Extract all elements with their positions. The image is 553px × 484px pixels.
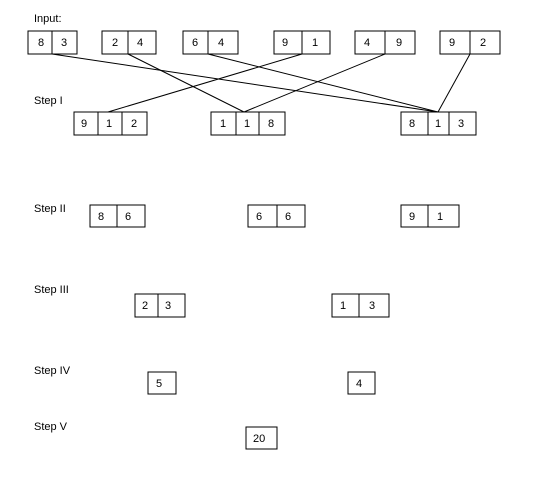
- step4-box-1: 5: [147, 371, 177, 395]
- step2-box-2: 6 6: [247, 204, 306, 228]
- step1-box-2-cell-3: [258, 111, 286, 136]
- step5-box-1: 20: [245, 426, 278, 450]
- input-box-2-cell-2: [127, 30, 157, 55]
- step4-box-1-cell-1: [147, 371, 177, 395]
- input-box-1: 8 3: [27, 30, 78, 55]
- step2-box-2-cell-1: [247, 204, 278, 228]
- step3-box-1-cell-2: [157, 293, 186, 318]
- step1-box-2: 1 1 8: [210, 111, 286, 136]
- input-box-2-value-1: 2: [112, 37, 118, 49]
- input-box-5-value-1: 4: [364, 37, 370, 49]
- step3-box-2-value-1: 1: [340, 300, 346, 312]
- step1-box-1-value-1: 9: [81, 118, 87, 130]
- input-box-6: 9 2: [439, 30, 501, 55]
- step2-box-3-cell-2: [427, 204, 460, 228]
- input-box-1-value-1: 8: [38, 37, 44, 49]
- label-input: Input:: [34, 13, 62, 25]
- input-box-2-value-2: 4: [137, 37, 143, 49]
- connector-line-2-4: [127, 53, 245, 113]
- step1-box-3-value-1: 8: [409, 118, 415, 130]
- input-box-6-value-2: 2: [480, 37, 486, 49]
- label-step-2: Step II: [34, 203, 66, 215]
- step2-box-3-value-2: 1: [437, 211, 443, 223]
- step2-box-1-value-1: 8: [98, 211, 104, 223]
- connector-line-9-2: [437, 53, 471, 113]
- connector-line-4-9: [243, 53, 386, 113]
- input-box-1-value-2: 3: [61, 37, 67, 49]
- step1-box-3-value-2: 1: [435, 118, 441, 130]
- input-box-5: 4 9: [354, 30, 416, 55]
- input-box-5-cell-2: [384, 30, 416, 55]
- step4-box-2-cell-1: [347, 371, 376, 395]
- input-box-3-value-2: 4: [218, 37, 224, 49]
- step2-box-1: 8 6: [89, 204, 146, 228]
- step1-box-3-value-3: 3: [458, 118, 464, 130]
- step4-box-1-value-1: 5: [156, 378, 162, 390]
- input-box-4-value-1: 9: [282, 37, 288, 49]
- step2-box-1-value-2: 6: [125, 211, 131, 223]
- step5-box-1-value-1: 20: [253, 433, 265, 445]
- step1-box-3: 8 1 3: [400, 111, 477, 136]
- input-box-5-value-2: 9: [396, 37, 402, 49]
- input-box-3-cell-2: [207, 30, 239, 55]
- label-step-5: Step V: [34, 421, 68, 433]
- step2-box-3: 9 1: [400, 204, 460, 228]
- step3-box-1-value-2: 3: [165, 300, 171, 312]
- input-box-4-cell-2: [301, 30, 331, 55]
- step2-box-2-value-2: 6: [285, 211, 291, 223]
- step3-box-1: 2 3: [134, 293, 186, 318]
- connector-line-6-4: [207, 53, 439, 113]
- input-box-3: 6 4: [182, 30, 239, 55]
- step3-box-2-value-2: 3: [369, 300, 375, 312]
- step4-box-2-value-1: 4: [356, 378, 362, 390]
- step2-box-2-cell-2: [276, 204, 306, 228]
- connector-line-9-1: [107, 53, 303, 113]
- step5-box-1-cell-1: [245, 426, 278, 450]
- step2-box-1-cell-2: [116, 204, 146, 228]
- step1-box-2-value-1: 1: [220, 118, 226, 130]
- step4-box-2: 4: [347, 371, 376, 395]
- input-box-2: 2 4: [101, 30, 157, 55]
- step3-box-2-cell-2: [358, 293, 390, 318]
- input-box-6-cell-2: [469, 30, 501, 55]
- input-box-4-value-2: 1: [312, 37, 318, 49]
- step1-box-2-value-2: 1: [244, 118, 250, 130]
- input-box-3-value-1: 6: [192, 37, 198, 49]
- connector-line-8-3: [51, 53, 439, 113]
- step1-box-3-cell-3: [448, 111, 477, 136]
- label-step-3: Step III: [34, 284, 69, 296]
- step1-box-2-value-3: 8: [268, 118, 274, 130]
- step1-box-1-cell-3: [121, 111, 148, 136]
- label-step-4: Step IV: [34, 365, 71, 377]
- step3-box-1-value-1: 2: [142, 300, 148, 312]
- step3-box-2: 1 3: [331, 293, 390, 318]
- step2-box-2-value-1: 6: [256, 211, 262, 223]
- step1-box-1: 9 1 2: [73, 111, 148, 136]
- connector-lines: [51, 53, 471, 113]
- input-box-6-value-1: 9: [449, 37, 455, 49]
- input-box-4: 9 1: [273, 30, 331, 55]
- step2-box-3-value-1: 9: [409, 211, 415, 223]
- label-step-1: Step I: [34, 95, 63, 107]
- input-box-1-cell-2: [51, 30, 78, 55]
- step1-box-1-value-3: 2: [131, 118, 137, 130]
- step1-box-1-value-2: 1: [106, 118, 112, 130]
